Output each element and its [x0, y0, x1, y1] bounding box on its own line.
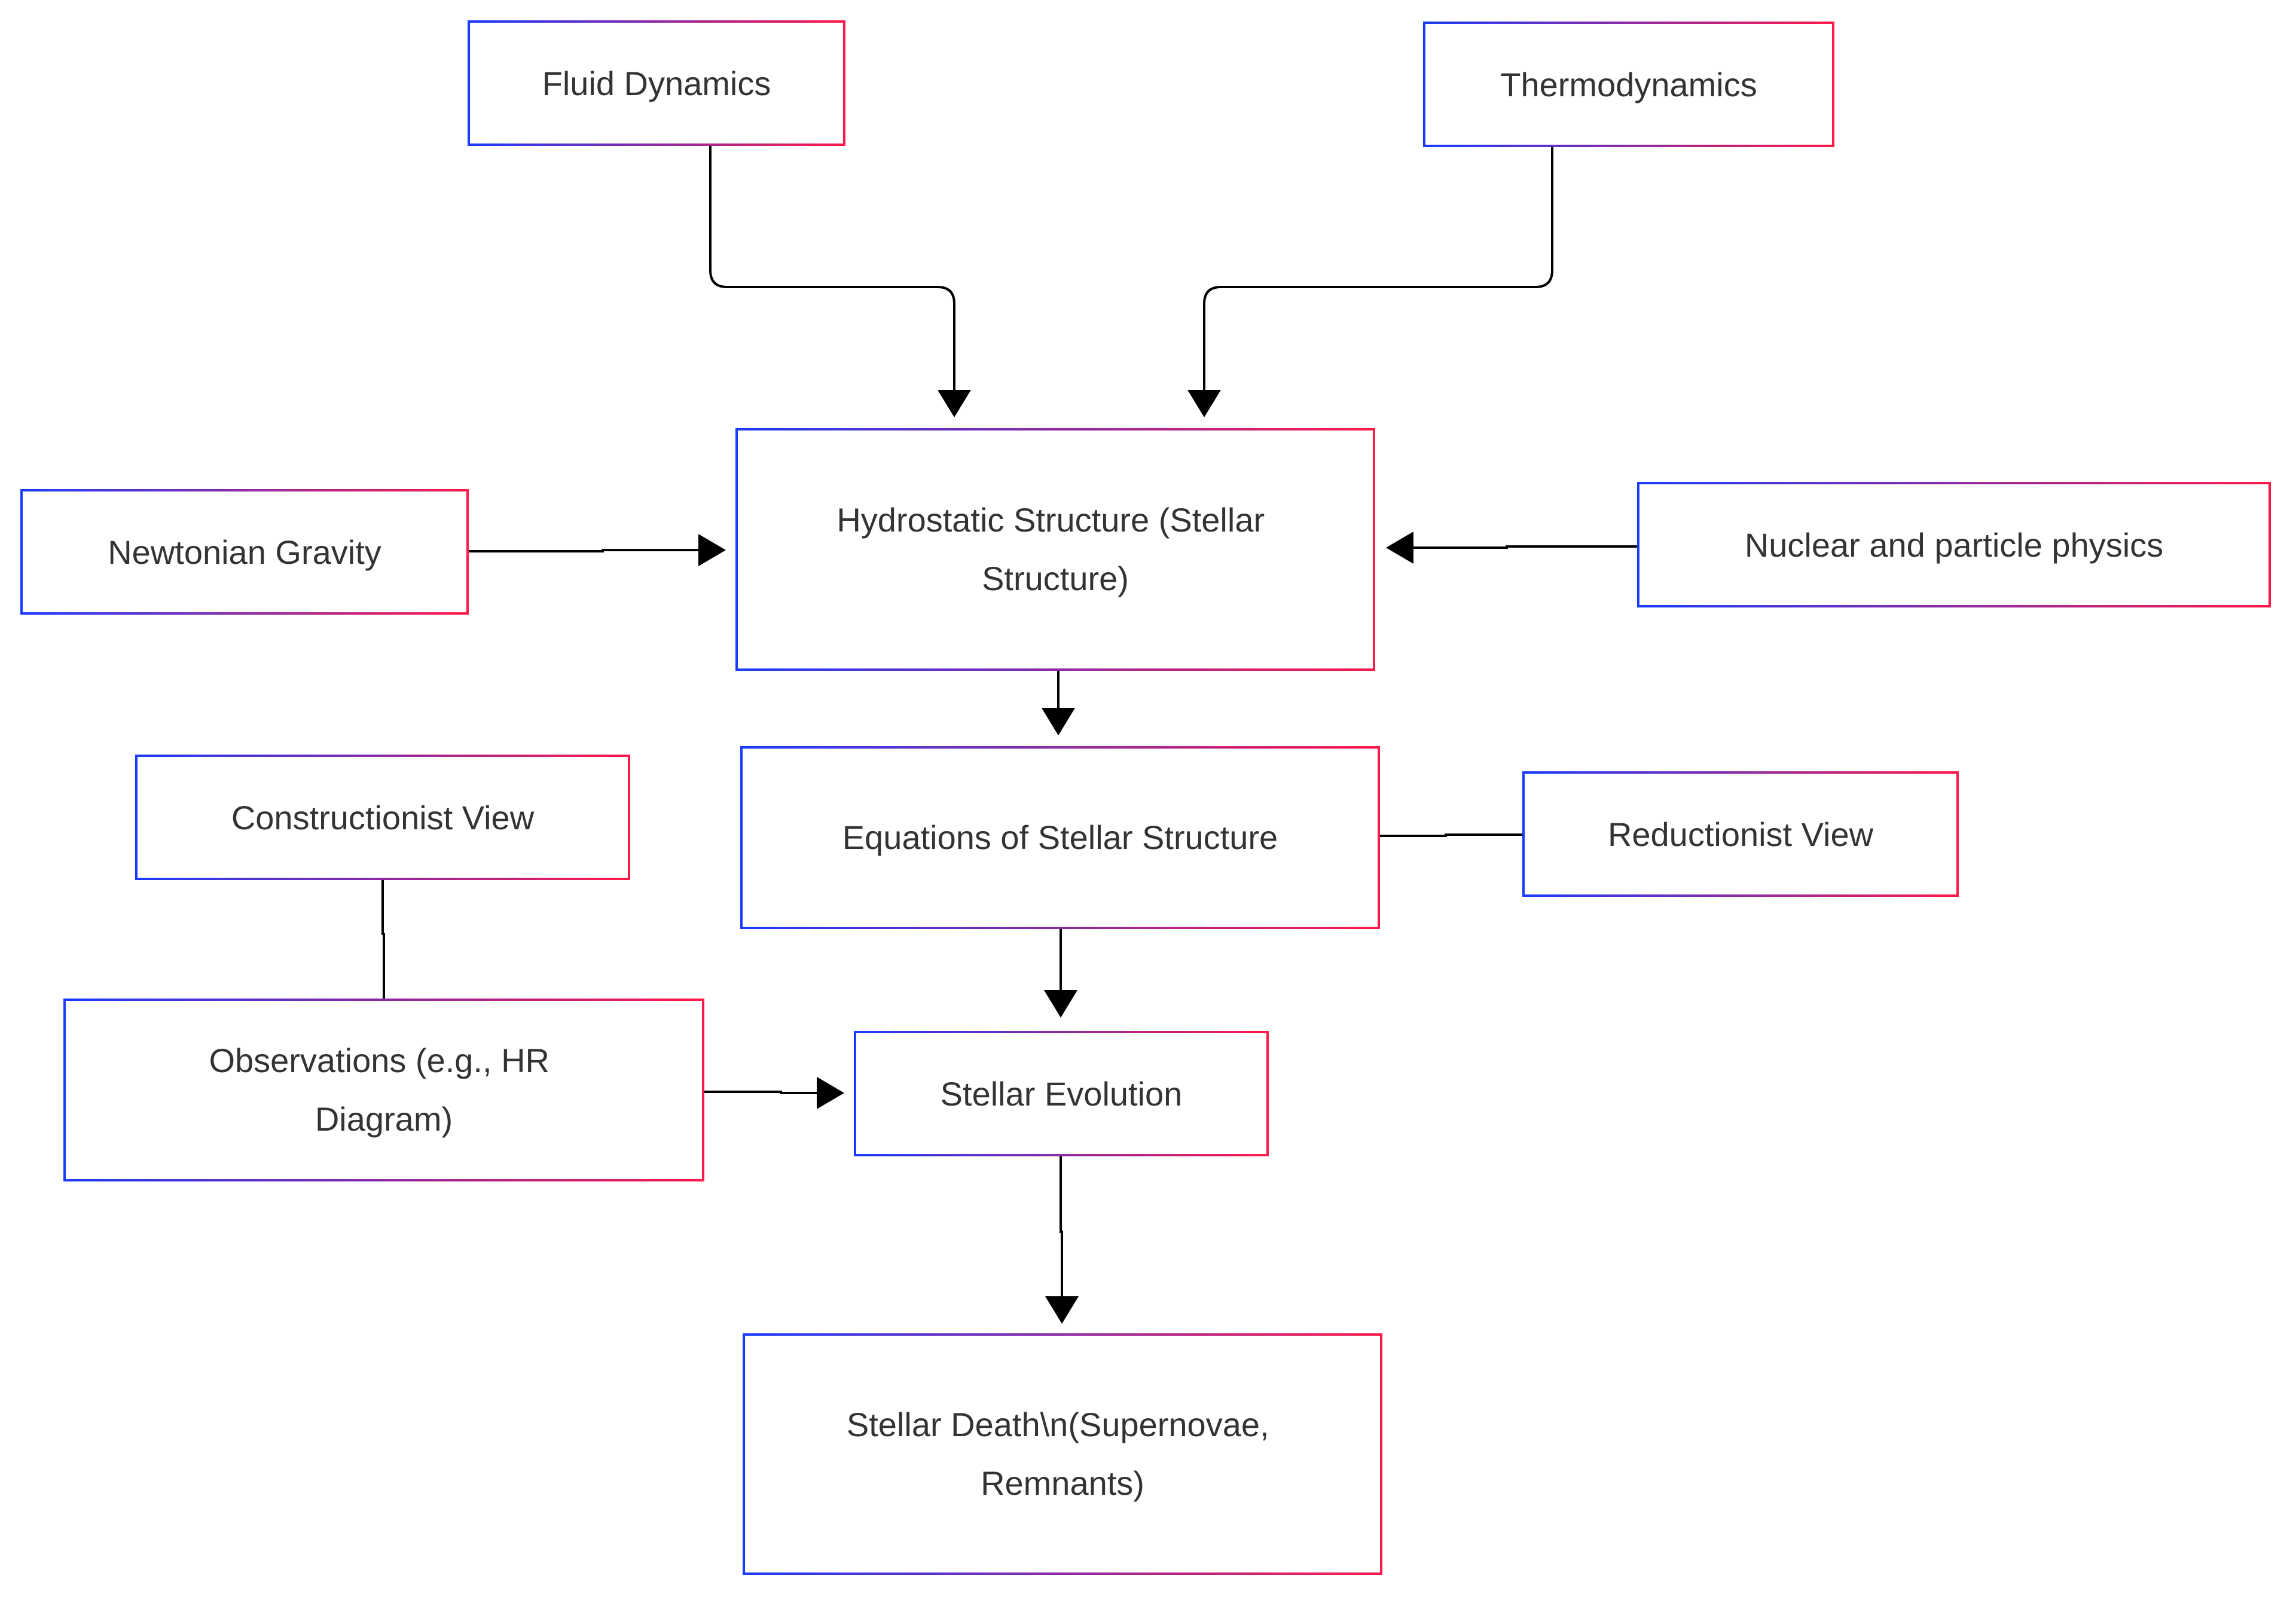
edge-newtonian-gravity-to-hydrostatic [469, 549, 698, 552]
arrowhead [1187, 390, 1221, 417]
node-hydrostatic-structure-label: Hydrostatic Structure (Stellar Structure… [836, 501, 1274, 597]
node-fluid-dynamics-label: Fluid Dynamics [542, 65, 771, 102]
node-observations-label: Observations (e.g., HR Diagram) [209, 1042, 558, 1138]
node-hydrostatic-structure[interactable]: Hydrostatic Structure (Stellar Structure… [735, 428, 1375, 671]
arrowhead [698, 534, 726, 566]
arrowhead [1045, 1296, 1079, 1324]
arrowhead [1044, 990, 1077, 1018]
node-thermodynamics[interactable]: Thermodynamics [1423, 22, 1834, 147]
edge-stellar-evolution-to-stellar-death [1060, 1156, 1063, 1296]
edge-nuclear-to-hydrostatic [1413, 545, 1638, 549]
node-reductionist-view-label: Reductionist View [1608, 816, 1874, 853]
edge-equations-to-reductionist [1380, 833, 1523, 837]
node-stellar-death[interactable]: Stellar Death\n(Supernovae, Remnants) [743, 1333, 1382, 1575]
nodes: Fluid Dynamics Thermodynamics Hydrostati… [20, 20, 2271, 1575]
node-nuclear-particle-physics-label: Nuclear and particle physics [1745, 526, 2163, 564]
edge-thermodynamics-to-hydrostatic [1203, 146, 1553, 390]
node-newtonian-gravity[interactable]: Newtonian Gravity [20, 489, 469, 615]
edge-constructionist-to-observations [381, 879, 385, 1000]
node-stellar-evolution[interactable]: Stellar Evolution [854, 1031, 1269, 1156]
arrowhead [817, 1077, 844, 1109]
node-thermodynamics-label: Thermodynamics [1500, 66, 1757, 103]
edges [381, 145, 1638, 1324]
edge-observations-to-stellar-evolution [703, 1091, 817, 1094]
node-newtonian-gravity-label: Newtonian Gravity [108, 533, 381, 571]
node-fluid-dynamics[interactable]: Fluid Dynamics [468, 20, 845, 146]
node-observations[interactable]: Observations (e.g., HR Diagram) [63, 999, 704, 1181]
node-stellar-evolution-label: Stellar Evolution [941, 1075, 1183, 1113]
arrowhead [938, 390, 971, 417]
edge-fluid-dynamics-to-hydrostatic [709, 145, 955, 390]
node-equations-stellar-structure-label: Equations of Stellar Structure [842, 819, 1278, 856]
node-nuclear-particle-physics[interactable]: Nuclear and particle physics [1637, 482, 2271, 607]
node-constructionist-view[interactable]: Constructionist View [135, 755, 630, 880]
node-constructionist-view-label: Constructionist View [231, 799, 535, 836]
arrowhead [1042, 708, 1075, 735]
arrowhead [1386, 532, 1413, 564]
node-reductionist-view[interactable]: Reductionist View [1522, 771, 1959, 897]
node-equations-stellar-structure[interactable]: Equations of Stellar Structure [740, 746, 1380, 929]
node-stellar-death-label: Stellar Death\n(Supernovae, Remnants) [847, 1406, 1278, 1502]
